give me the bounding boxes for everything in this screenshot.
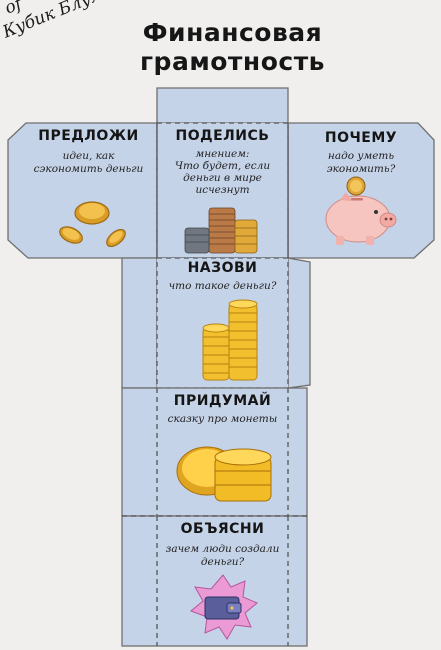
prompt-line: зачем люди создали <box>165 543 280 555</box>
tab-right-2 <box>287 257 311 389</box>
face-obyasni: ОБЪЯСНИ зачем люди создали деньги? <box>157 521 288 645</box>
face-pridumay: ПРИДУМАЙ сказку про монеты <box>157 393 288 515</box>
wallet-badge-icon <box>190 574 258 640</box>
prompt-line: экономить? <box>326 163 396 175</box>
face-title: ПОДЕЛИСЬ <box>175 128 270 144</box>
face-prompt: мнением: Что будет, если деньги в мире и… <box>157 148 288 196</box>
face-title: ПОЧЕМУ <box>324 130 398 146</box>
page-title: Финансовая грамотность <box>125 18 340 76</box>
coins-scattered-icon <box>59 201 126 248</box>
face-title: НАЗОВИ <box>187 260 258 276</box>
title-line-1: Финансовая <box>142 18 323 47</box>
face-title: ПРЕДЛОЖИ <box>38 128 139 144</box>
face-pochemu: ПОЧЕМУ надо уметь экономить? <box>288 128 434 256</box>
tab-left-2 <box>121 257 158 389</box>
prompt-line: сэкономить деньги <box>33 163 144 175</box>
face-nazovi: НАЗОВИ что такое деньги? <box>157 260 288 388</box>
prompt-line: сказку про монеты <box>167 413 278 425</box>
prompt-line: исчезнут <box>195 184 250 196</box>
gold-coins-icon <box>176 446 272 502</box>
prompt-line: что такое деньги? <box>168 280 277 292</box>
title-line-2: грамотность <box>140 47 325 76</box>
coin-stacks-icon <box>184 207 258 254</box>
tab-top <box>156 87 289 124</box>
prompt-line: мнением: <box>195 148 250 160</box>
face-prompt: что такое деньги? <box>157 280 288 293</box>
face-prompt: идеи, как сэкономить деньги <box>20 150 157 176</box>
piggy-bank-icon <box>325 176 397 245</box>
prompt-line: деньги? <box>200 556 245 568</box>
face-podelis: ПОДЕЛИСЬ мнением: Что будет, если деньги… <box>157 128 288 256</box>
face-title: ПРИДУМАЙ <box>173 393 272 409</box>
face-prompt: сказку про монеты <box>157 413 288 426</box>
prompt-line: Что будет, если <box>174 160 271 172</box>
prompt-line: идеи, как <box>62 150 115 162</box>
face-title: ОБЪЯСНИ <box>180 521 265 537</box>
prompt-line: надо уметь <box>327 150 395 162</box>
face-prompt: зачем люди создали деньги? <box>157 543 288 569</box>
prompt-line: деньги в мире <box>183 172 262 184</box>
face-predlozhi: ПРЕДЛОЖИ идеи, как сэкономить деньги <box>20 128 157 256</box>
face-prompt: надо уметь экономить? <box>288 150 434 176</box>
coin-tower-icon <box>202 299 258 381</box>
